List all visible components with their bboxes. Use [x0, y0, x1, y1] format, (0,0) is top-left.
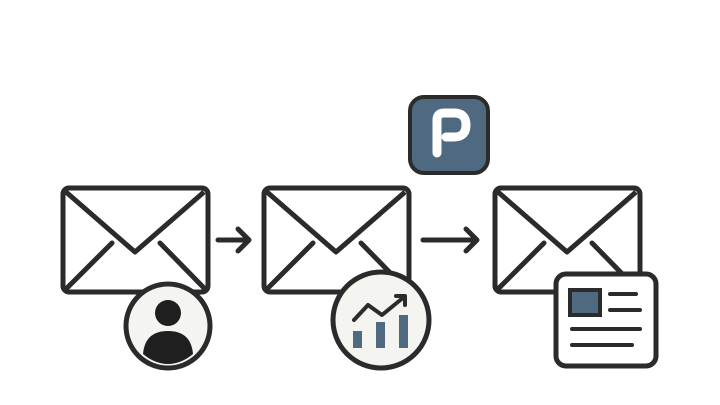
envelope-icon-1: [60, 185, 211, 295]
growth-chart-icon: [330, 269, 432, 371]
envelope-icon-3: [492, 185, 643, 295]
p-logo-icon: [408, 95, 490, 175]
arrow-right-icon-1: [215, 226, 252, 254]
user-avatar-icon: [123, 281, 213, 371]
article-card-icon: [553, 271, 659, 369]
arrow-right-icon-2: [420, 226, 480, 254]
envelope-icon-2: [261, 185, 412, 295]
